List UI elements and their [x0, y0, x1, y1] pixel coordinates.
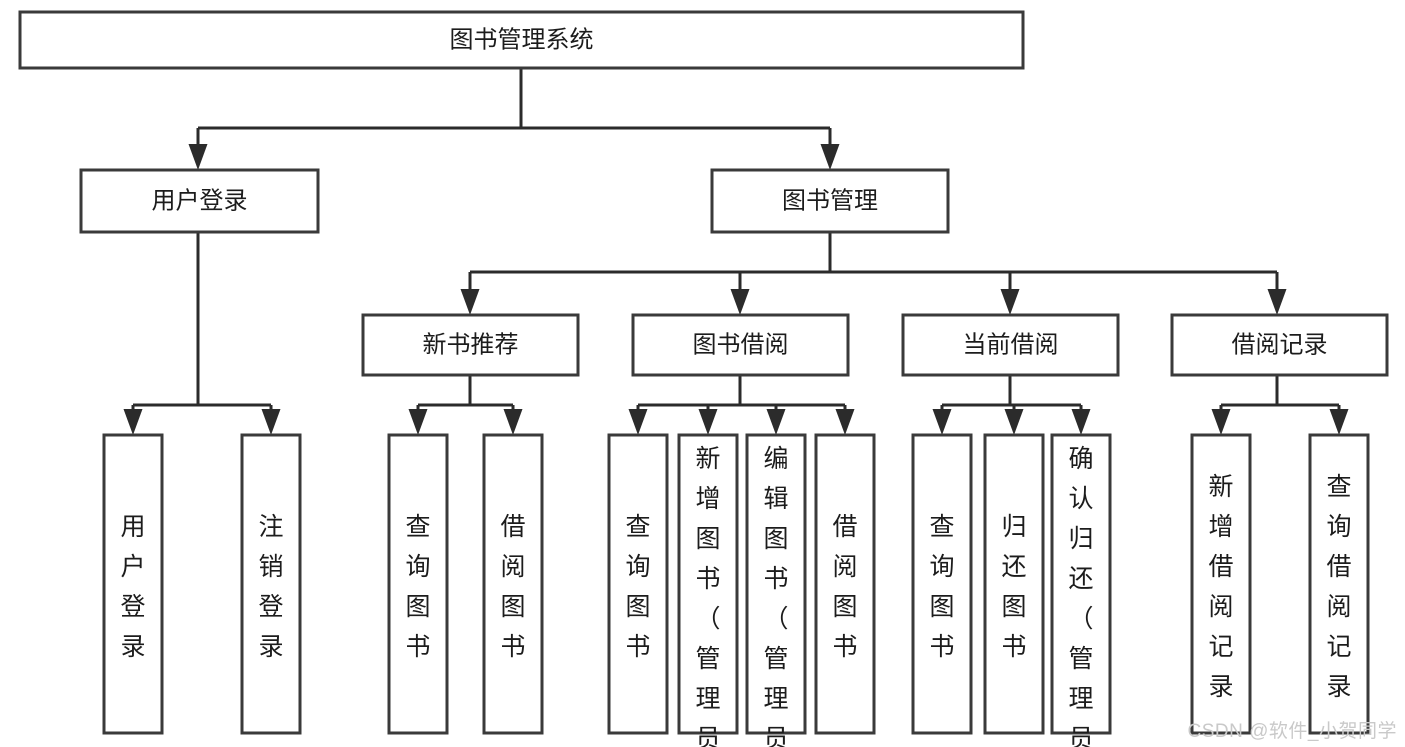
node-leaf-query-book-recommend[interactable]: 查询图书 [387, 433, 449, 735]
node-leaf-add-book-admin[interactable]: 新增图书（管理员） [677, 433, 739, 747]
node-leaf-user-login[interactable]: 用户登录 [102, 433, 164, 735]
connector-bus-user-login [123, 232, 281, 435]
arrow-head [503, 409, 523, 435]
node-label: 查询图书 [625, 513, 650, 661]
node-label: 查询图书 [929, 513, 954, 661]
node-user-login-module[interactable]: 用户登录 [79, 168, 320, 234]
node-label: 用户登录 [152, 187, 248, 214]
connector-bus-book-borrow [628, 375, 855, 435]
node-leaf-add-borrow-record[interactable]: 新增借阅记录 [1190, 433, 1252, 735]
node-leaf-edit-book-admin[interactable]: 编辑图书（管理员） [745, 433, 807, 747]
arrow-head [628, 409, 648, 435]
csdn-watermark: CSDN @软件_小贺同学 [1187, 721, 1397, 742]
node-book-management-module[interactable]: 图书管理 [710, 168, 950, 234]
connector-bus-new-book [408, 375, 523, 435]
nodes-layer: 图书管理系统用户登录图书管理新书推荐图书借阅当前借阅借阅记录用户登录注销登录查询… [18, 10, 1389, 747]
arrow-head [188, 144, 208, 170]
node-box [677, 433, 739, 735]
node-box [911, 433, 973, 735]
arrow-head [730, 289, 750, 315]
arrow-head [932, 409, 952, 435]
node-box [745, 433, 807, 735]
node-leaf-borrow-book-recommend[interactable]: 借阅图书 [482, 433, 544, 735]
node-book-borrow[interactable]: 图书借阅 [631, 313, 850, 377]
node-borrow-record[interactable]: 借阅记录 [1170, 313, 1389, 377]
node-label: 查询图书 [405, 513, 430, 661]
arrow-head [835, 409, 855, 435]
node-box [710, 168, 950, 234]
arrow-head [1211, 409, 1231, 435]
node-box [631, 313, 850, 377]
node-label: 注销登录 [258, 513, 283, 661]
node-label: 当前借阅 [963, 331, 1059, 358]
node-box [1050, 433, 1112, 735]
node-box [482, 433, 544, 735]
node-label: 图书管理系统 [450, 26, 594, 53]
node-label: 新增图书（管理员） [695, 445, 720, 747]
node-label: 编辑图书（管理员） [763, 445, 788, 747]
arrow-head [1000, 289, 1020, 315]
arrow-head [766, 409, 786, 435]
node-leaf-return-book[interactable]: 归还图书 [983, 433, 1045, 735]
arrow-head [261, 409, 281, 435]
node-new-book-recommend[interactable]: 新书推荐 [361, 313, 580, 377]
node-label: 新书推荐 [423, 331, 519, 358]
connector-bus-root [188, 68, 840, 170]
node-label: 查询借阅记录 [1326, 473, 1351, 701]
arrow-head [1071, 409, 1091, 435]
node-current-borrow[interactable]: 当前借阅 [901, 313, 1120, 377]
node-box [901, 313, 1120, 377]
node-label: 图书管理 [782, 187, 878, 214]
connector-bus-borrow-record [1211, 375, 1349, 435]
arrow-head [460, 289, 480, 315]
node-label: 确认归还（管理员） [1068, 445, 1093, 747]
node-label: 借阅图书 [500, 513, 525, 661]
node-leaf-query-borrow-record[interactable]: 查询借阅记录 [1308, 433, 1370, 735]
node-leaf-confirm-return-admin[interactable]: 确认归还（管理员） [1050, 433, 1112, 747]
node-box [240, 433, 302, 735]
connector-bus-book-management [460, 232, 1287, 315]
node-root[interactable]: 图书管理系统 [18, 10, 1025, 70]
node-leaf-query-book-current[interactable]: 查询图书 [911, 433, 973, 735]
node-box [1308, 433, 1370, 735]
connectors-layer [123, 68, 1349, 435]
node-box [361, 313, 580, 377]
node-box [387, 433, 449, 735]
node-box [983, 433, 1045, 735]
connector-bus-current-borrow [932, 375, 1091, 435]
node-box [102, 433, 164, 735]
arrow-head [123, 409, 143, 435]
node-leaf-query-book-borrow[interactable]: 查询图书 [607, 433, 669, 735]
node-box [1190, 433, 1252, 735]
node-leaf-borrow-book[interactable]: 借阅图书 [814, 433, 876, 735]
node-box [814, 433, 876, 735]
arrow-head [1329, 409, 1349, 435]
arrow-head [408, 409, 428, 435]
arrow-head [698, 409, 718, 435]
node-box [1170, 313, 1389, 377]
node-box [18, 10, 1025, 70]
arrow-head [820, 144, 840, 170]
node-label: 图书借阅 [693, 331, 789, 358]
node-label: 用户登录 [120, 513, 145, 661]
node-label: 借阅记录 [1232, 331, 1328, 358]
arrow-head [1267, 289, 1287, 315]
node-box [79, 168, 320, 234]
node-label: 归还图书 [1001, 513, 1026, 661]
arrow-head [1004, 409, 1024, 435]
node-label: 借阅图书 [832, 513, 857, 661]
node-leaf-logout[interactable]: 注销登录 [240, 433, 302, 735]
node-label: 新增借阅记录 [1208, 473, 1233, 701]
node-box [607, 433, 669, 735]
